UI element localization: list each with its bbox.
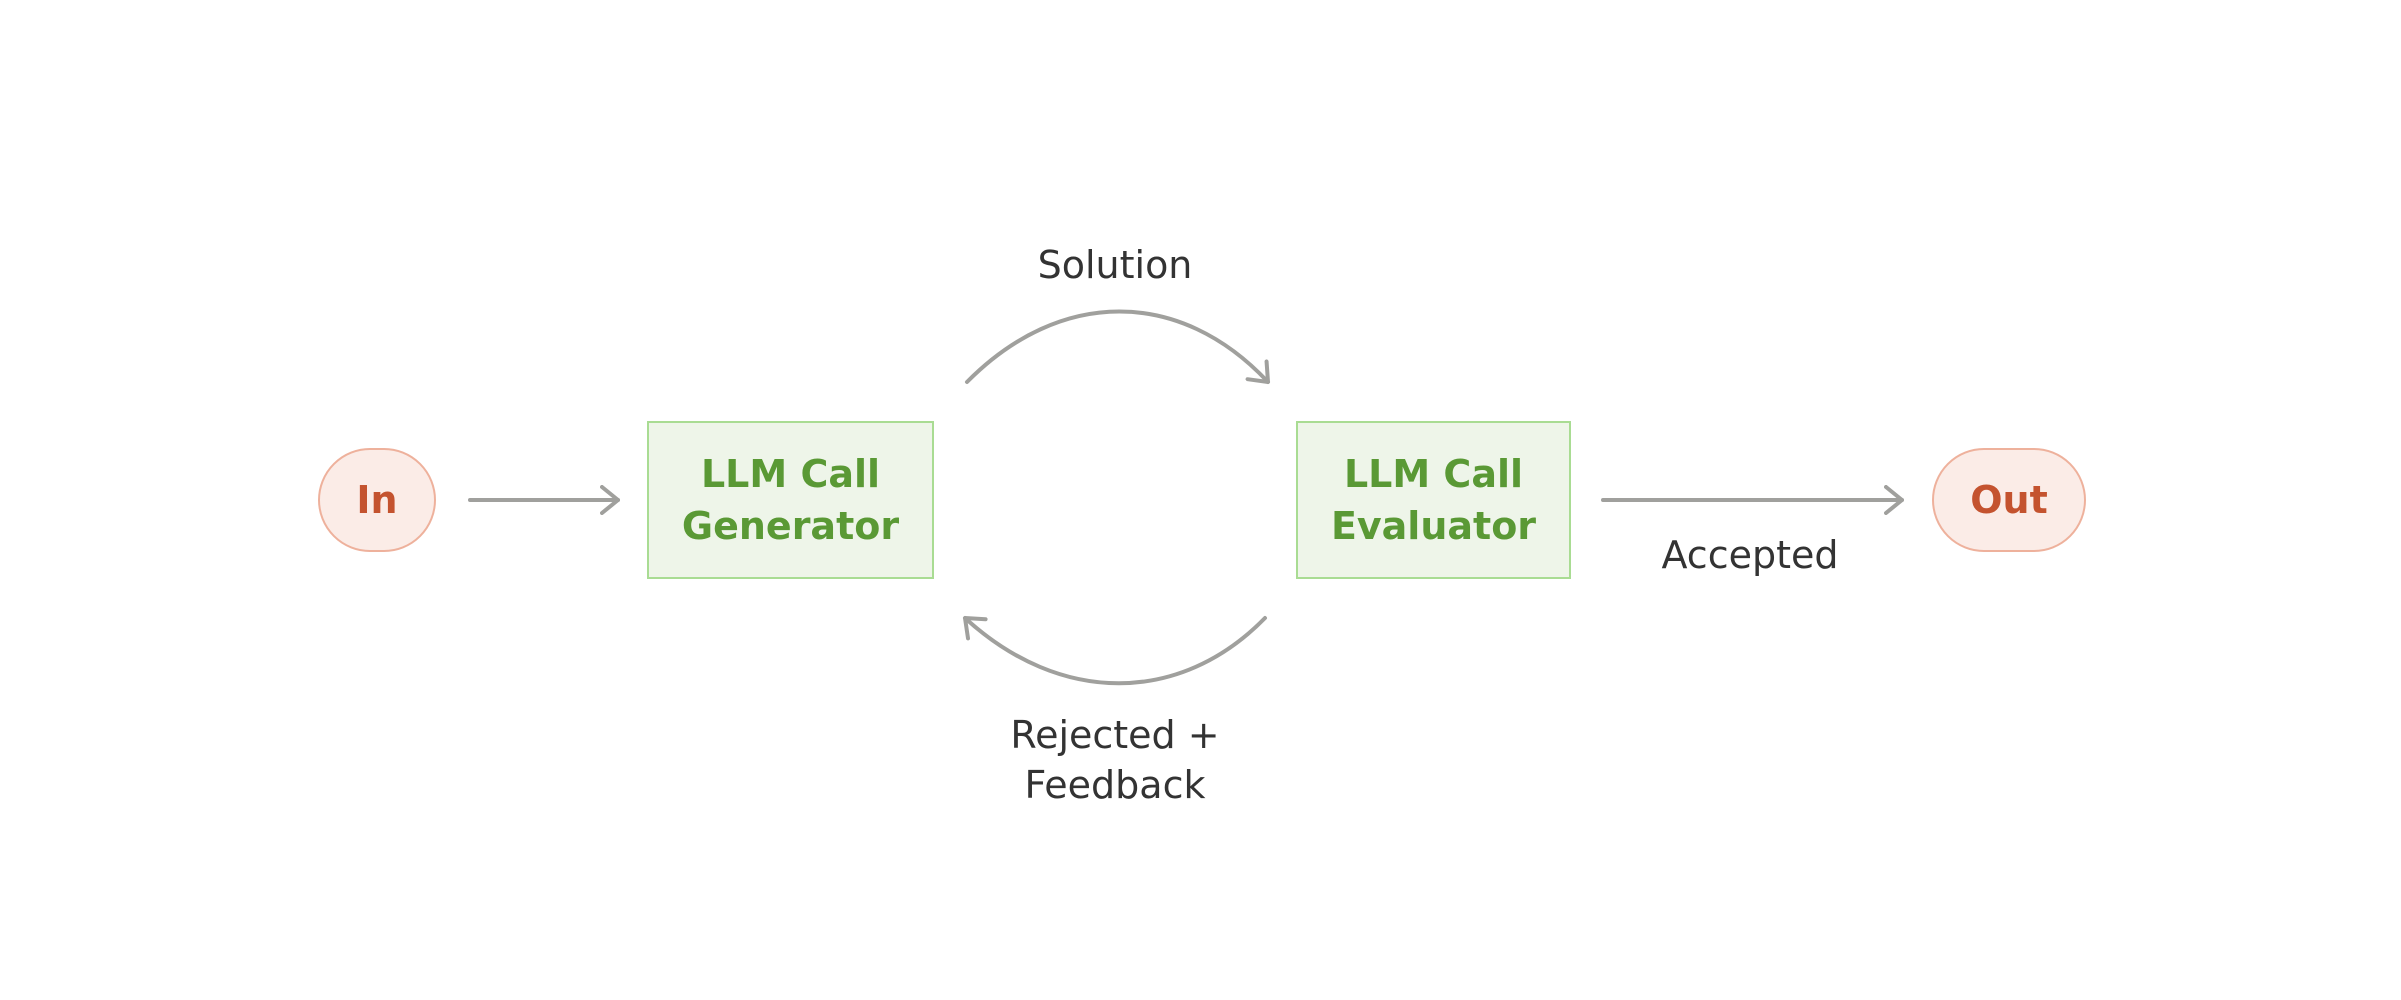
arrow-rejected-arc — [963, 616, 1267, 686]
arrow-solution-arc — [965, 309, 1270, 384]
output-node: Out — [1932, 448, 2086, 552]
input-node: In — [318, 448, 436, 552]
rejected-feedback-label: Rejected + Feedback — [1010, 713, 1220, 807]
generator-node-label: LLM Call Generator — [681, 452, 900, 548]
evaluator-node-label: LLM Call Evaluator — [1330, 452, 1537, 548]
generator-node: LLM Call Generator — [647, 421, 934, 579]
output-node-label: Out — [1970, 478, 2048, 522]
input-node-label: In — [356, 478, 398, 522]
evaluator-node: LLM Call Evaluator — [1296, 421, 1571, 579]
solution-label: Solution — [1037, 243, 1193, 287]
accepted-label: Accepted — [1661, 533, 1839, 577]
